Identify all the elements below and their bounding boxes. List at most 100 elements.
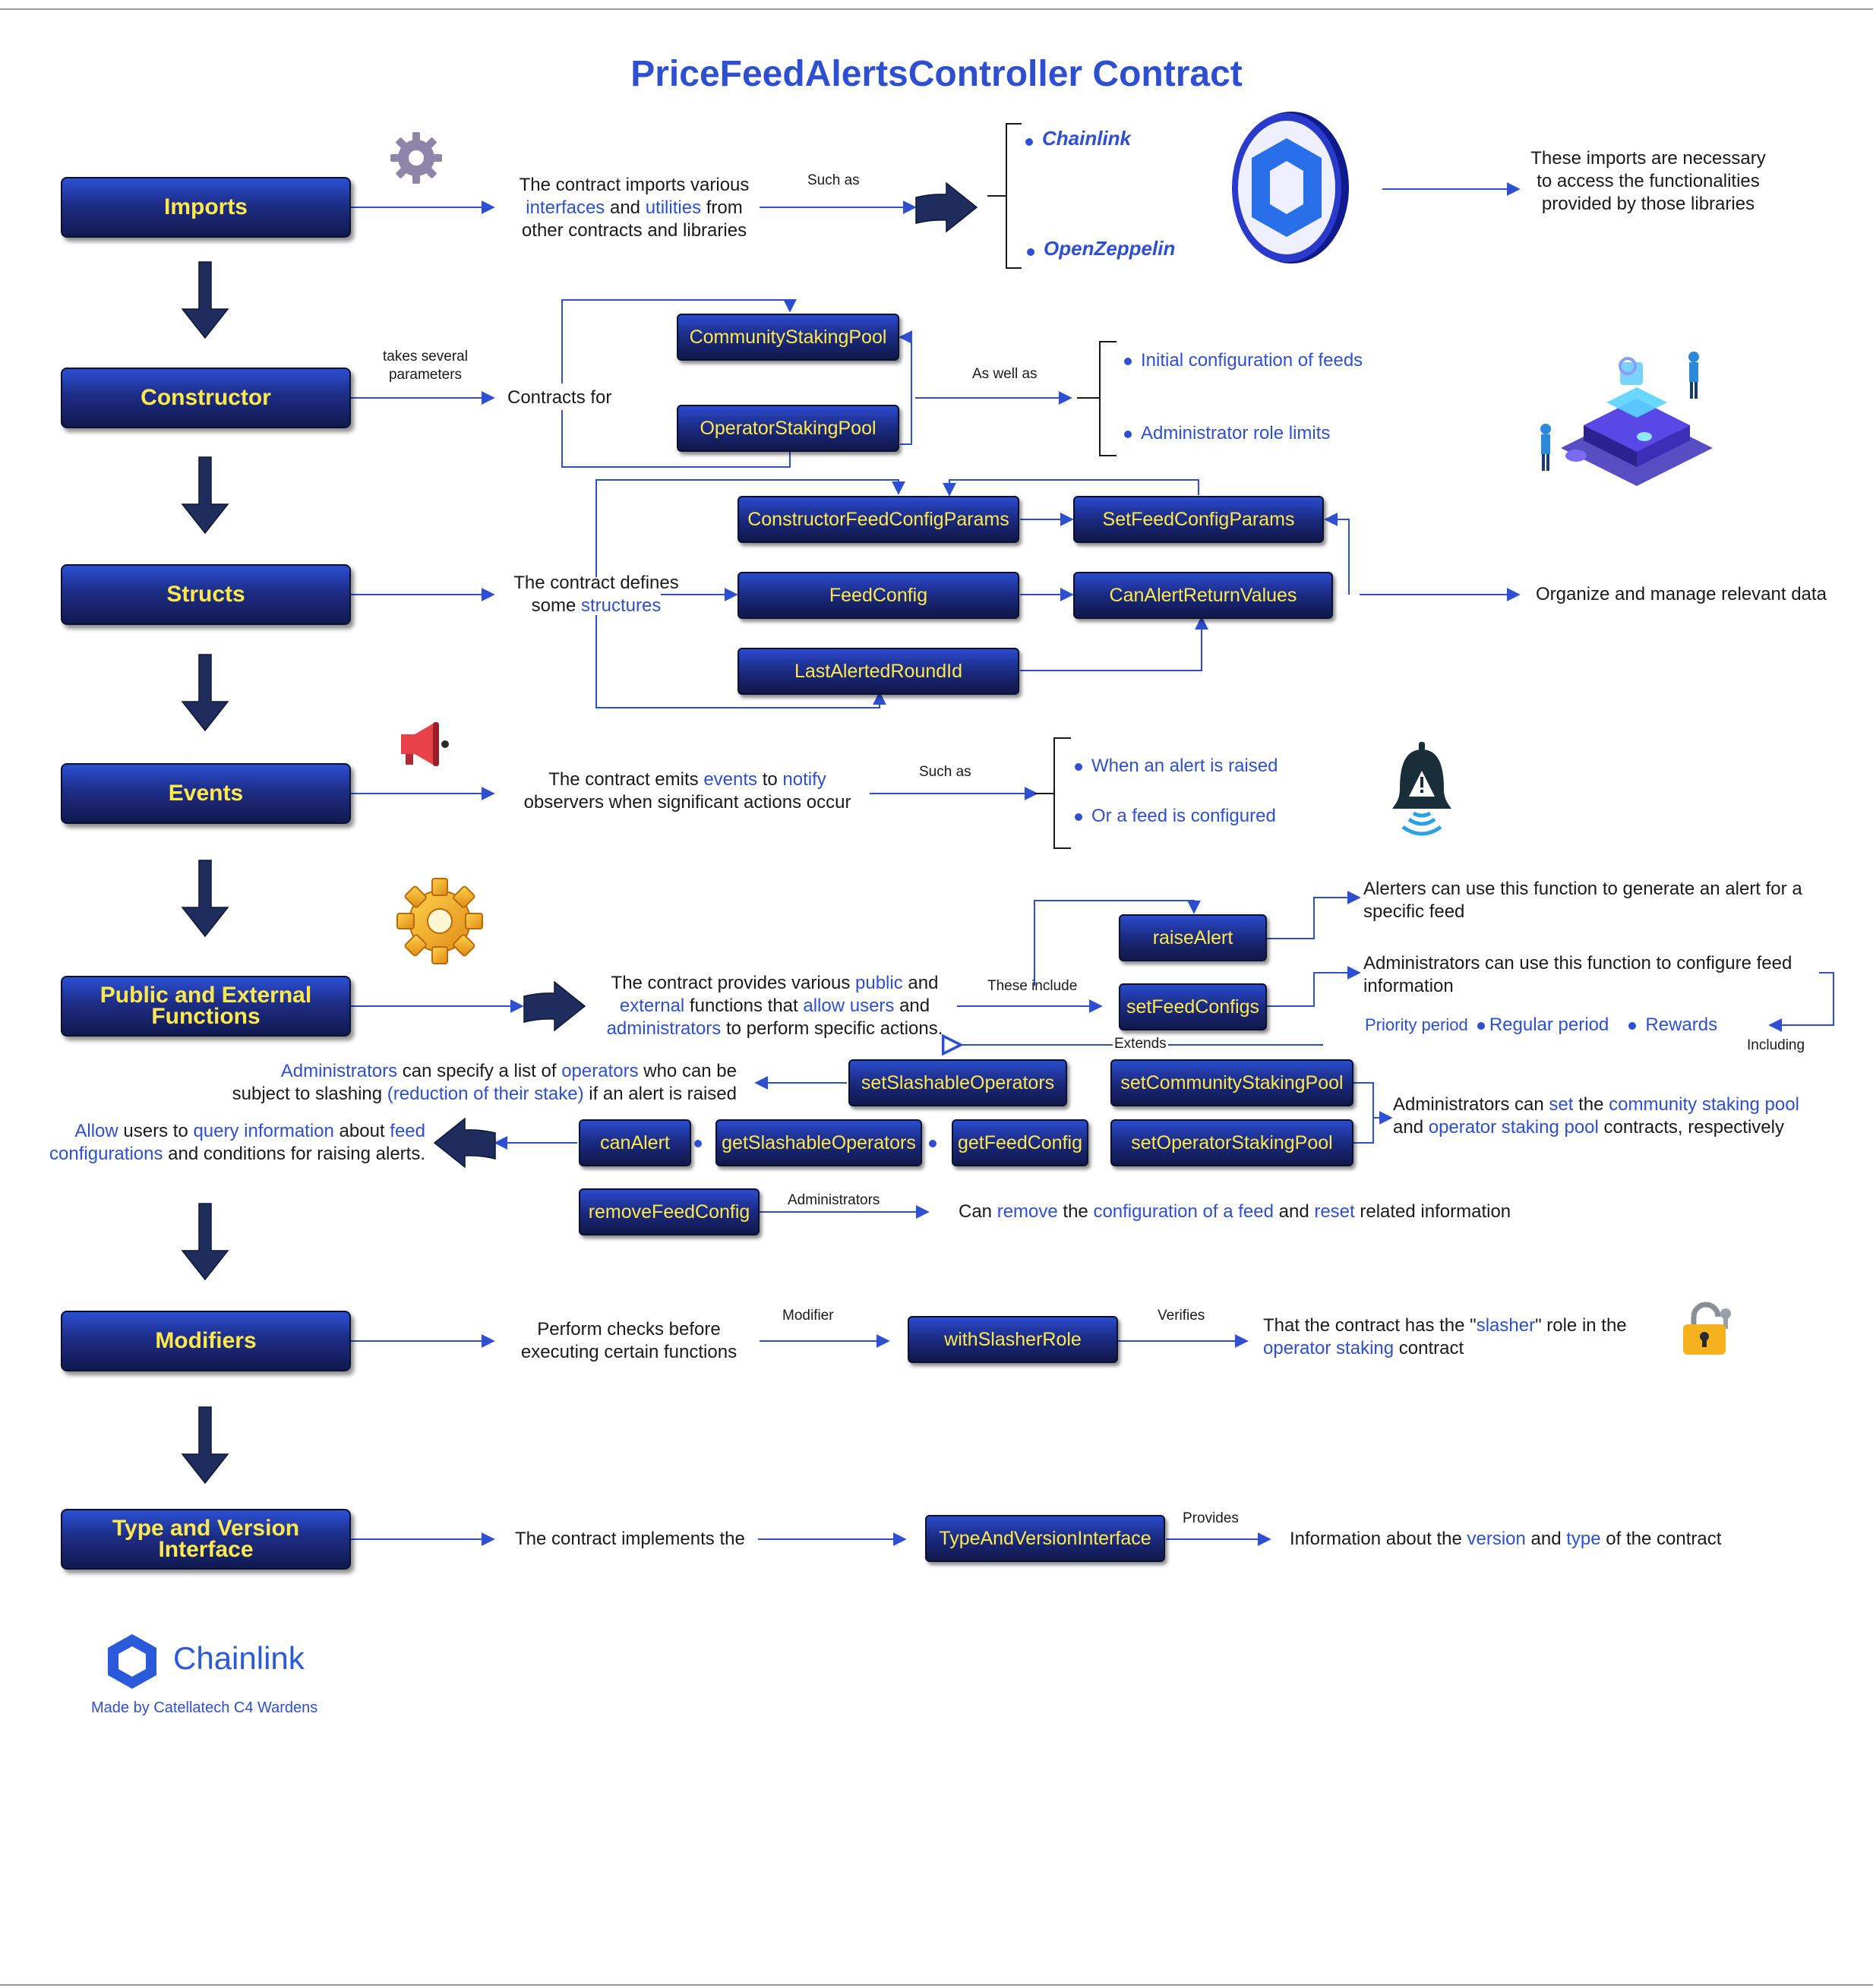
fn-get-feed-config: getFeedConfig — [952, 1119, 1088, 1166]
mod-r-b: " role in the — [1535, 1315, 1627, 1336]
fn-and2: and — [894, 996, 930, 1016]
mod-r-a: That the contract has the " — [1263, 1315, 1477, 1336]
type-version-box: Type and Version Interface — [61, 1509, 351, 1570]
fn-pool-operator: operator staking pool — [1428, 1117, 1599, 1138]
fn-pool-b: the — [1573, 1094, 1609, 1115]
imports-from: from — [701, 197, 743, 218]
footer-brand: Chainlink — [173, 1640, 305, 1676]
fn-including: Including — [1747, 1037, 1805, 1053]
events-notify-word: notify — [782, 769, 826, 790]
events-such-as: Such as — [919, 764, 971, 780]
structs-result: Organize and manage relevant data — [1536, 584, 1827, 604]
events-box: Events — [61, 763, 351, 824]
tv-r-a: Information about the — [1290, 1529, 1467, 1549]
fn-remove-word: remove — [997, 1201, 1058, 1222]
structs-description: The contract defines some structures — [501, 572, 691, 617]
constructor-item1-label: Initial configuration of feeds — [1141, 350, 1363, 371]
separator-dot — [694, 1140, 702, 1147]
fn-remove-feed-config: removeFeedConfig — [579, 1188, 760, 1235]
fn-regular-period: Regular period — [1489, 1015, 1609, 1035]
typeversion-provides: Provides — [1183, 1510, 1239, 1526]
fn-slash-d: if an alert is raised — [583, 1084, 737, 1104]
struct-feed-config: FeedConfig — [738, 572, 1019, 619]
separator-dot — [929, 1140, 936, 1147]
structs-desc-some: some — [531, 595, 581, 616]
fn-raise-alert-desc: Alerters can use this function to genera… — [1363, 879, 1802, 922]
fn-pool-community: community staking pool — [1609, 1094, 1799, 1115]
fn-priority-period: Priority period — [1365, 1015, 1468, 1034]
fn-query-c: and conditions for raising alerts. — [163, 1144, 425, 1164]
fn-pool-set: set — [1549, 1094, 1574, 1115]
fn-raise-alert: raiseAlert — [1119, 914, 1267, 961]
fn-remove-administrators: Administrators — [788, 1192, 880, 1208]
fn-periods-list: Priority period Regular period Rewards — [1365, 1015, 1717, 1036]
modifiers-result: That the contract has the "slasher" role… — [1263, 1314, 1673, 1360]
constructor-takes: takes several parameters — [383, 349, 468, 383]
functions-description: The contract provides various public and… — [589, 972, 961, 1040]
fn-slash-reduction: (reduction of their stake) — [387, 1084, 584, 1104]
fn-slash-b: who can be — [638, 1061, 737, 1081]
tv-r-b: of the contract — [1600, 1529, 1722, 1549]
structs-box: Structs — [61, 564, 351, 625]
down-arrow-icon — [181, 261, 229, 339]
events-to: to — [757, 769, 783, 790]
struct-set-feed-config-params: SetFeedConfigParams — [1073, 496, 1324, 543]
fn-remove-a: Can — [959, 1201, 997, 1222]
imports-interfaces-word: interfaces — [526, 197, 605, 218]
bell-alert-icon — [1388, 740, 1456, 850]
fn-public-word: public — [855, 973, 903, 993]
imports-desc-line1: The contract imports various — [519, 175, 750, 195]
imports-such-as: Such as — [807, 172, 860, 188]
lib-openzeppelin-label: OpenZeppelin — [1044, 237, 1176, 260]
imports-lib-openzeppelin: OpenZeppelin — [1027, 237, 1175, 260]
fn-desc-a: The contract provides various — [611, 973, 856, 993]
fn-administrators-word: administrators — [606, 1018, 722, 1039]
mod-r-c: contract — [1394, 1338, 1464, 1358]
fn-external-word: external — [619, 996, 685, 1016]
constructor-item2-label: Administrator role limits — [1141, 423, 1331, 443]
struct-can-alert-return-values: CanAlertReturnValues — [1073, 572, 1333, 619]
events-events-word: events — [703, 769, 758, 790]
fn-allow-users: allow users — [803, 996, 895, 1016]
tv-r-type: type — [1566, 1529, 1601, 1549]
functions-box-label: Public and External Functions — [99, 983, 312, 1029]
padlock-icon — [1679, 1300, 1736, 1362]
fn-set-community-staking-pool: setCommunityStakingPool — [1110, 1059, 1353, 1106]
modifier-with-slasher-role: withSlasherRole — [908, 1316, 1118, 1363]
constructor-item-admin: Administrator role limits — [1124, 423, 1330, 444]
fn-set-feed-configs: setFeedConfigs — [1119, 983, 1267, 1030]
fn-remove-reset: reset — [1314, 1201, 1355, 1222]
operator-staking-pool-node: OperatorStakingPool — [677, 405, 899, 452]
struct-constructor-feed-config-params: ConstructorFeedConfigParams — [738, 496, 1019, 543]
big-arrow-icon — [523, 980, 586, 1032]
chainlink-logo-icon — [1224, 108, 1353, 271]
structs-structures-word: structures — [580, 595, 662, 616]
constructor-as-well-as: As well as — [972, 366, 1038, 382]
footer-credit: Made by Catellatech C4 Wardens — [91, 1699, 318, 1716]
fn-query-info: query information — [193, 1121, 334, 1141]
megaphone-icon — [398, 719, 453, 773]
imports-lib-chainlink: Chainlink — [1025, 127, 1131, 150]
functions-box: Public and External Functions — [61, 976, 351, 1037]
typeversion-result: Information about the version and type o… — [1290, 1528, 1721, 1551]
struct-last-alerted-round-id: LastAlertedRoundId — [738, 648, 1019, 695]
big-arrow-icon — [915, 181, 978, 233]
tv-r-and: and — [1525, 1529, 1567, 1549]
gear-icon — [387, 129, 445, 191]
typeversion-description: The contract implements the — [515, 1529, 745, 1549]
fn-slash-operators: operators — [561, 1061, 639, 1081]
fn-and: and — [902, 973, 939, 993]
fn-can-alert: canAlert — [579, 1119, 691, 1166]
fn-slash-admins: Administrators — [280, 1061, 398, 1081]
events-desc-a: The contract emits — [548, 769, 704, 790]
events-item-alert: When an alert is raised — [1075, 756, 1278, 777]
tv-r-version: version — [1467, 1529, 1526, 1549]
functions-extends: Extends — [1113, 1036, 1168, 1052]
fn-set-slashable-operators: setSlashableOperators — [848, 1059, 1067, 1106]
events-desc-line2: observers when significant actions occur — [523, 792, 851, 813]
imports-result: These imports are necessary to access th… — [1530, 148, 1766, 214]
fn-remove-c: and — [1273, 1201, 1315, 1222]
fn-remove-desc: Can remove the configuration of a feed a… — [959, 1201, 1511, 1223]
page-title: PriceFeedAlertsController Contract — [630, 54, 1243, 94]
